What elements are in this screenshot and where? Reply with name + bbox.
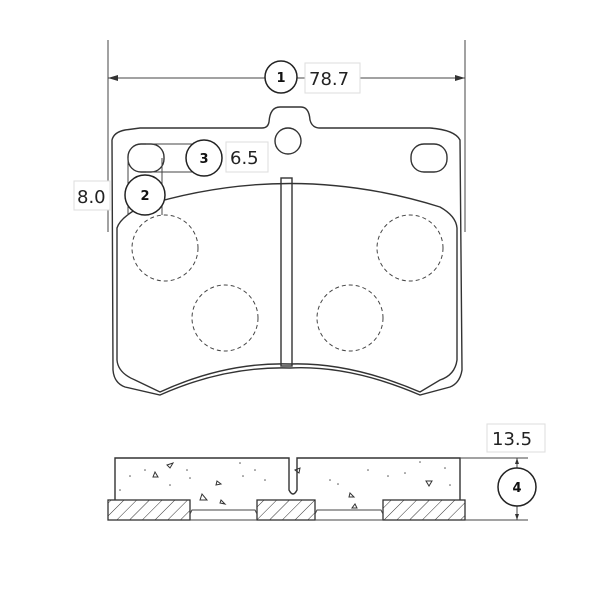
backplate-outline bbox=[111, 106, 463, 396]
piston-circle bbox=[316, 284, 384, 352]
callout-2: 2 8.0 bbox=[73, 174, 166, 216]
callout-1-number: 1 bbox=[276, 71, 285, 86]
callout-1: 1 78.7 bbox=[264, 60, 361, 94]
center-slot bbox=[280, 177, 293, 367]
friction-outline bbox=[116, 182, 458, 393]
side-view bbox=[107, 457, 466, 521]
tab-hole bbox=[274, 127, 302, 155]
callout-3-value: 6.5 bbox=[230, 148, 259, 169]
callout-4-value: 13.5 bbox=[492, 429, 532, 450]
callout-1-value: 78.7 bbox=[309, 69, 349, 90]
callout-2-value: 8.0 bbox=[77, 187, 106, 208]
backplate-segment bbox=[107, 499, 191, 521]
callout-4-number: 4 bbox=[512, 481, 521, 496]
right-oval-hole bbox=[410, 143, 448, 173]
callout-3-number: 3 bbox=[199, 152, 208, 167]
piston-circle bbox=[376, 214, 444, 282]
left-oval-hole bbox=[127, 143, 165, 173]
backplate-segment bbox=[382, 499, 466, 521]
callout-4: 4 13.5 bbox=[460, 423, 546, 521]
piston-circle bbox=[131, 214, 199, 282]
callout-2-number: 2 bbox=[140, 189, 149, 204]
piston-circle bbox=[191, 284, 259, 352]
callout-3: 3 6.5 bbox=[185, 139, 269, 177]
backplate-segment bbox=[256, 499, 316, 521]
